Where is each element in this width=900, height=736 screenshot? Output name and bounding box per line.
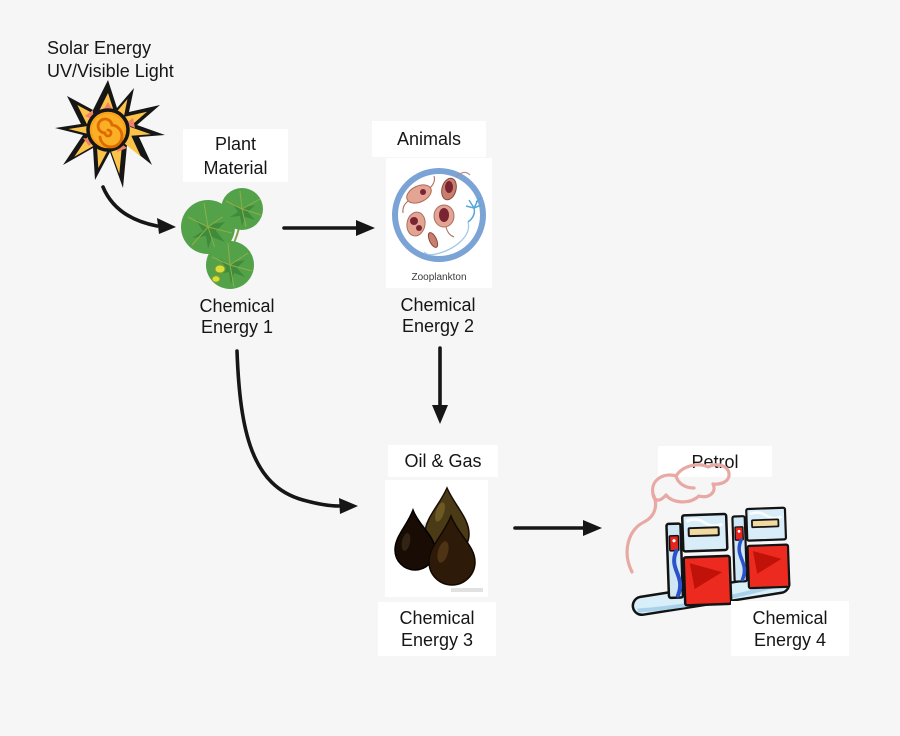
arrow-sun-to-plant [101,185,159,228]
solar-energy-label: Solar Energy UV/Visible Light [47,37,174,83]
chemical-energy-1-label: Chemical Energy 1 [172,296,302,338]
arrow-plant-to-oil [235,349,341,508]
chemical-energy-1-line2: Energy 1 [200,317,274,337]
chemical-energy-4-box: Chemical Energy 4 [731,601,849,656]
chemical-energy-3-line1: Chemical [399,608,475,628]
arrowhead-plant-to-animals [356,220,375,236]
chemical-energy-2-line2: Energy 2 [401,316,475,336]
sun-icon [55,80,165,188]
arrowhead-animals-to-oil [432,405,448,424]
chemical-energy-4-line2: Energy 4 [753,629,827,650]
plant-material-line2: Material [203,157,268,178]
chemical-energy-2-line1: Chemical [400,295,476,315]
chemical-energy-4-line1: Chemical [752,607,828,628]
oil-drops-image [385,480,488,597]
petrol-pumps-image [625,463,791,617]
zooplankton-image: Zooplankton [386,158,492,288]
chemical-energy-3-box: Chemical Energy 3 [378,602,496,656]
plant-material-line1: Plant [214,133,257,154]
plant-material-box: Plant Material [183,129,288,182]
solar-energy-line2: UV/Visible Light [47,61,174,81]
chemical-energy-1-line1: Chemical [199,296,275,316]
petrol-box: Petrol [658,446,772,477]
plant-image [181,188,263,289]
arrowhead-plant-to-oil [339,498,358,514]
chemical-energy-2-label: Chemical Energy 2 [378,295,498,337]
arrowhead-oil-to-petrol [583,520,602,536]
chemical-energy-3-line2: Energy 3 [400,630,474,650]
animals-box: Animals [372,121,486,157]
solar-energy-line1: Solar Energy [47,38,152,58]
zooplankton-caption: Zooplankton [411,272,466,283]
animals-label: Animals [396,129,462,149]
oil-gas-label: Oil & Gas [404,451,482,471]
arrowhead-sun-to-plant [157,218,176,234]
oil-gas-box: Oil & Gas [388,445,498,477]
